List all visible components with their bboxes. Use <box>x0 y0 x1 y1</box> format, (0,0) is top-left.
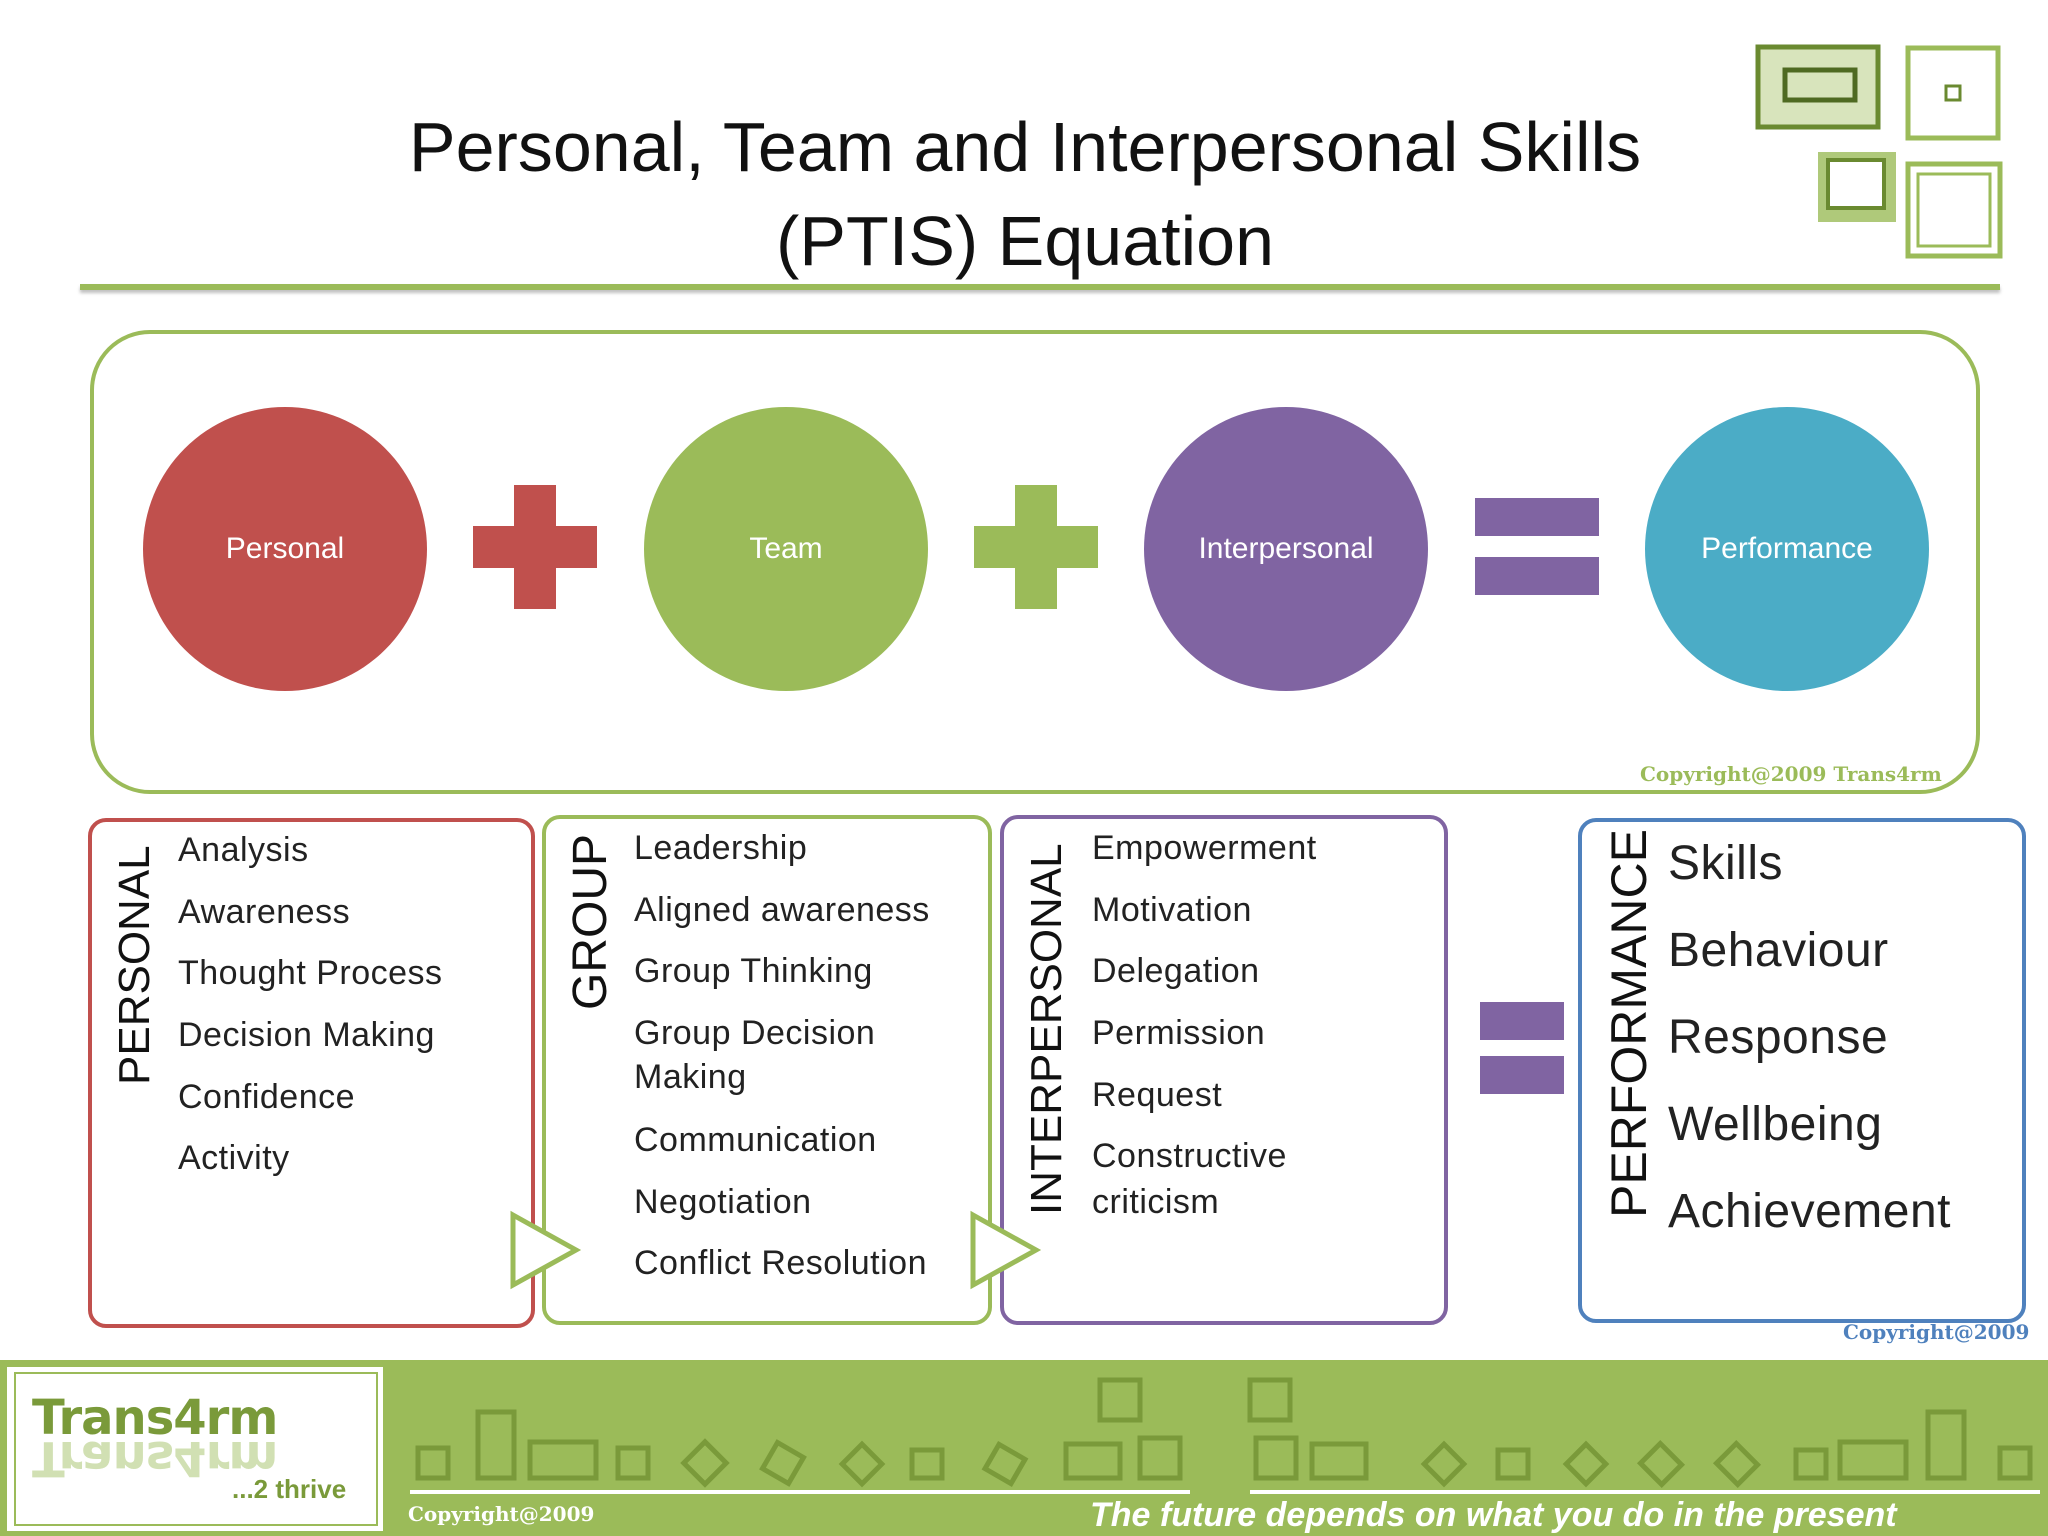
list-item: Aligned awareness <box>634 891 930 929</box>
list-item: Group Decision <box>634 1014 876 1052</box>
group-box-label: GROUP <box>564 833 617 1010</box>
page-title: Personal, Team and Interpersonal Skills … <box>260 100 1790 288</box>
corner-decoration <box>1755 44 2003 259</box>
arrow-right-icon <box>510 1210 582 1290</box>
personal-box <box>88 818 535 1328</box>
equation-panel <box>90 330 1980 794</box>
logo-tagline: ...2 thrive <box>232 1474 347 1504</box>
team-circle-label: Team <box>749 532 823 565</box>
list-item: Behaviour <box>1668 924 1889 977</box>
interpersonal-box <box>1000 815 1448 1325</box>
interpersonal-circle-label: Interpersonal <box>1198 532 1374 565</box>
performance-circle: Performance <box>1645 407 1929 691</box>
list-item: Wellbeing <box>1668 1098 1883 1151</box>
performance-box-label: PERFORMANCE <box>1601 829 1657 1218</box>
logo-panel <box>4 1364 386 1534</box>
list-item: Skills <box>1668 837 1784 890</box>
list-item: Permission <box>1092 1014 1266 1052</box>
title-line-2: (PTIS) Equation <box>776 202 1274 280</box>
arrow-right-icon <box>970 1210 1042 1290</box>
equals-icon <box>1475 498 1599 598</box>
performance-box <box>1578 818 2026 1323</box>
personal-box-label: PERSONAL <box>110 845 159 1085</box>
plus-red-icon <box>473 485 597 609</box>
plus-green-icon <box>974 485 1098 609</box>
footer-decoration <box>410 1377 2040 1494</box>
personal-circle: Personal <box>143 407 427 691</box>
title-line-1: Personal, Team and Interpersonal Skills <box>408 108 1642 186</box>
logo: Trans4rm <box>32 1390 278 1446</box>
list-item: Achievement <box>1668 1185 1951 1238</box>
list-item: Constructive <box>1092 1137 1287 1175</box>
list-item: Request <box>1092 1076 1223 1114</box>
list-item: Group Thinking <box>634 952 873 990</box>
interpersonal-box-label: INTERPERSONAL <box>1022 843 1071 1215</box>
equation-copyright: Copyright@2009 Trans4rm <box>1640 762 1942 786</box>
performance-circle-label: Performance <box>1701 532 1873 565</box>
list-item: criticism <box>1092 1183 1220 1221</box>
list-item: Decision Making <box>178 1016 435 1054</box>
list-item: Communication <box>634 1121 877 1159</box>
list-item: Negotiation <box>634 1183 812 1221</box>
footer-copyright: Copyright@2009 <box>408 1502 595 1526</box>
interpersonal-circle: Interpersonal <box>1144 407 1428 691</box>
list-item: Analysis <box>178 831 309 869</box>
list-item: Confidence <box>178 1078 356 1116</box>
list-item: Motivation <box>1092 891 1252 929</box>
list-item: Conflict Resolution <box>634 1244 927 1282</box>
list-item: Response <box>1668 1011 1889 1064</box>
team-circle: Team <box>644 407 928 691</box>
list-item: Making <box>634 1058 747 1096</box>
footer-tagline: The future depends on what you do in the… <box>1090 1496 1897 1534</box>
equals-icon <box>1480 1002 1564 1094</box>
list-item: Awareness <box>178 893 351 931</box>
list-item: Thought Process <box>178 954 443 992</box>
boxes-copyright: Copyright@2009 <box>1843 1320 2030 1344</box>
list-item: Empowerment <box>1092 829 1317 867</box>
list-item: Activity <box>178 1139 290 1177</box>
logo-frame <box>14 1372 378 1526</box>
list-item: Delegation <box>1092 952 1260 990</box>
list-item: Leadership <box>634 829 808 867</box>
group-box <box>542 815 992 1325</box>
title-divider <box>80 284 2000 290</box>
personal-circle-label: Personal <box>225 532 345 565</box>
